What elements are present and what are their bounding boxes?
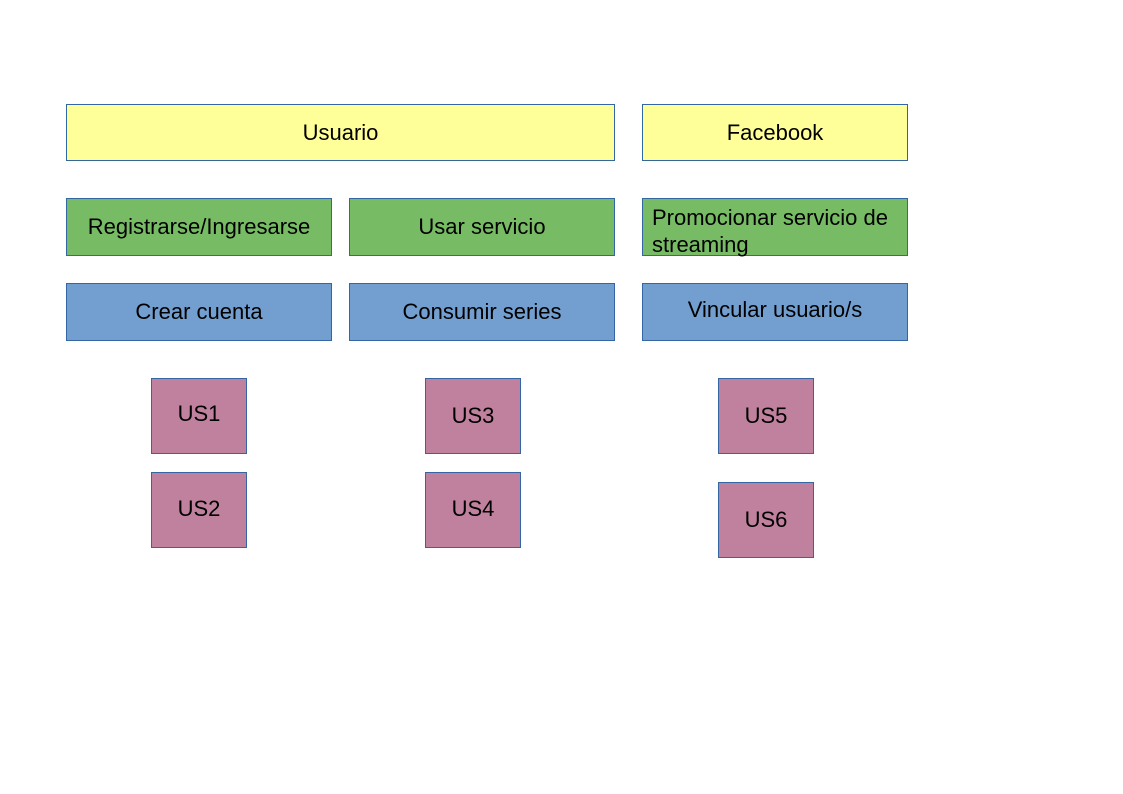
activity-usar-servicio-box: Usar servicio [349, 198, 615, 256]
actor-usuario-label: Usuario [302, 119, 379, 145]
task-consumir-series-label: Consumir series [402, 299, 562, 324]
actor-facebook-label: Facebook [726, 119, 824, 145]
story-us3-card: US3 [425, 378, 521, 454]
story-us1-card: US1 [151, 378, 247, 454]
story-us5-label: US5 [744, 403, 788, 428]
task-vincular-usuarios-label: Vincular usuario/s [687, 297, 863, 322]
activity-registrarse-box: Registrarse/Ingresarse [66, 198, 332, 256]
story-us4-card: US4 [425, 472, 521, 548]
actor-usuario-box: Usuario [66, 104, 615, 161]
story-us4-label: US4 [451, 496, 495, 521]
activity-promocionar-box: Promocionar servicio de streaming [642, 198, 908, 257]
actor-facebook-box: Facebook [642, 104, 908, 161]
story-us3-label: US3 [451, 403, 495, 428]
story-us2-card: US2 [151, 472, 247, 548]
story-us6-card: US6 [718, 482, 814, 558]
activity-registrarse-label: Registrarse/Ingresarse [87, 214, 311, 239]
task-crear-cuenta-box: Crear cuenta [66, 283, 332, 341]
task-consumir-series-box: Consumir series [349, 283, 615, 341]
task-crear-cuenta-label: Crear cuenta [135, 299, 263, 324]
activity-promocionar-label: Promocionar servicio de streaming [652, 205, 888, 257]
story-us5-card: US5 [718, 378, 814, 454]
story-us2-label: US2 [177, 496, 221, 521]
story-us1-label: US1 [177, 401, 221, 426]
story-us6-label: US6 [744, 507, 788, 532]
task-vincular-usuarios-box: Vincular usuario/s [642, 283, 908, 341]
activity-usar-servicio-label: Usar servicio [418, 214, 546, 239]
